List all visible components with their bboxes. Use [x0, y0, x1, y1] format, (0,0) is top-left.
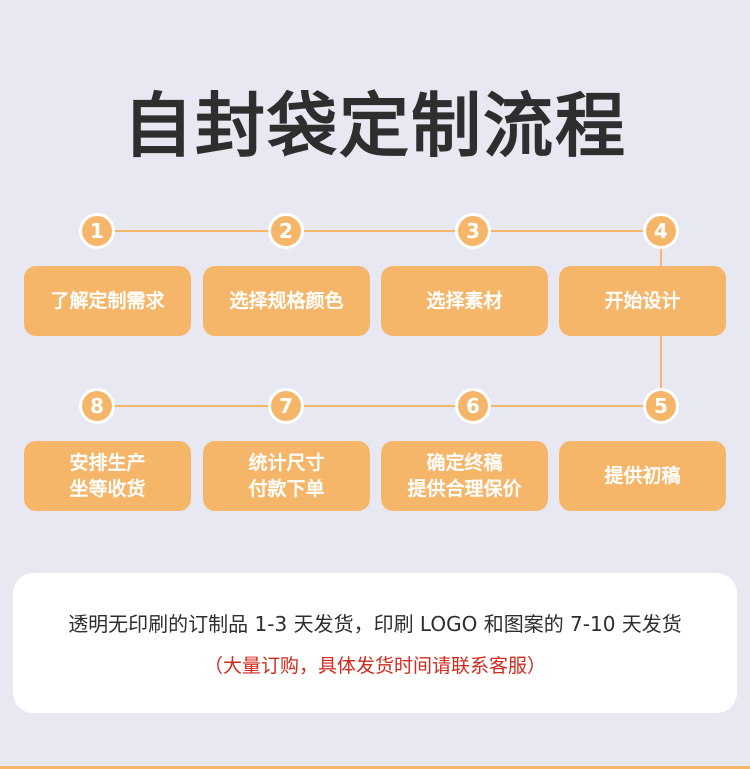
step-number-8: 8	[82, 391, 112, 421]
step-box-7: 统计尺寸 付款下单	[203, 441, 370, 511]
step-number-1: 1	[82, 216, 112, 246]
step-box-1: 了解定制需求	[24, 266, 191, 336]
step-number-7: 7	[271, 391, 301, 421]
step-box-6: 确定终稿 提供合理保价	[381, 441, 548, 511]
step-box-4: 开始设计	[559, 266, 726, 336]
step-box-5: 提供初稿	[559, 441, 726, 511]
step-number-4: 4	[646, 216, 676, 246]
step-box-8: 安排生产 坐等收货	[24, 441, 191, 511]
connector-row2	[97, 405, 661, 407]
step-label-4: 开始设计	[604, 290, 681, 312]
step-box-3: 选择素材	[381, 266, 548, 336]
bottom-accent-bar	[0, 766, 750, 769]
step-number-5: 5	[646, 391, 676, 421]
step-number-3: 3	[458, 216, 488, 246]
page-title: 自封袋定制流程	[123, 85, 627, 167]
contact-note: （大量订购，具体发货时间请联系客服）	[203, 655, 546, 677]
step-label-3: 选择素材	[426, 290, 503, 312]
step-label-6-line1: 确定终稿	[426, 452, 503, 474]
step-label-7-line2: 付款下单	[248, 478, 325, 500]
step-number-6: 6	[458, 391, 488, 421]
step-label-8-line2: 坐等收货	[69, 478, 146, 500]
step-label-7-line1: 统计尺寸	[248, 452, 325, 474]
step-number-2: 2	[271, 216, 301, 246]
connector-row1	[97, 230, 661, 232]
step-label-1: 了解定制需求	[50, 290, 165, 312]
notice-card: 透明无印刷的订制品 1-3 天发货，印刷 LOGO 和图案的 7-10 天发货 …	[13, 573, 737, 713]
step-box-2: 选择规格颜色	[203, 266, 370, 336]
step-label-8-line1: 安排生产	[69, 452, 146, 474]
step-label-5: 提供初稿	[604, 465, 681, 487]
delivery-info: 透明无印刷的订制品 1-3 天发货，印刷 LOGO 和图案的 7-10 天发货	[68, 612, 682, 636]
step-label-6-line2: 提供合理保价	[407, 478, 522, 500]
step-label-2: 选择规格颜色	[229, 290, 344, 312]
